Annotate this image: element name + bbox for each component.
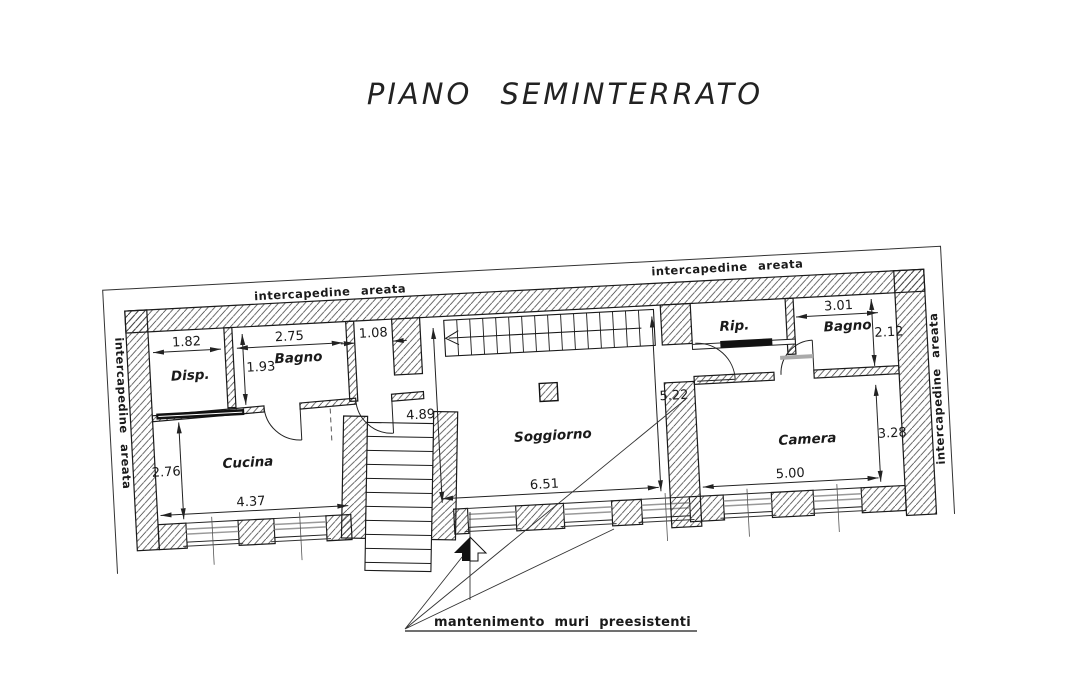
wall-bagno-corridor xyxy=(345,320,359,403)
dim-soggiorno-left-depth: 4.89 xyxy=(406,407,436,423)
vent-rip xyxy=(720,338,773,348)
room-label-bagno-left: Bagno xyxy=(274,349,323,367)
leader-annotation: mantenimento muri preesistenti xyxy=(404,398,697,632)
dim-cucina-depth: 2.76 xyxy=(151,464,181,480)
room-label-camera: Camera xyxy=(778,430,837,449)
entrance-arrow-icon xyxy=(454,537,470,561)
door-camera xyxy=(695,342,736,382)
dimension-lines xyxy=(152,298,883,520)
wall-bottom-seg xyxy=(610,498,644,527)
window xyxy=(464,505,521,533)
annotation-text: mantenimento muri preesistenti xyxy=(434,615,691,630)
dim-bagno-right-width: 3.01 xyxy=(824,298,854,314)
wall-divider-top xyxy=(659,302,693,346)
stair-exterior xyxy=(340,410,459,573)
intercapedine-boundary xyxy=(102,245,956,574)
wall-bottom-seg xyxy=(157,522,188,551)
dashed-line xyxy=(329,408,333,443)
stair-wall-left xyxy=(340,415,369,539)
entrance-arrow-icon xyxy=(469,535,488,562)
plan-group: 1.82 2.75 1.08 1.93 2.76 4.37 4.89 6.51 … xyxy=(102,245,956,574)
door-bagno-left xyxy=(263,404,303,441)
dim-bagno-left-width: 2.75 xyxy=(275,329,305,345)
hall-wall-2 xyxy=(299,397,357,410)
wall-bottom-seg xyxy=(514,502,566,532)
dim-bagno-right-depth: 2.12 xyxy=(874,324,904,340)
dim-cucina-width: 4.37 xyxy=(236,494,266,510)
room-label-soggiorno: Soggiorno xyxy=(514,426,593,446)
dim-camera-depth: 3.28 xyxy=(877,425,907,441)
wall-disp-bagno xyxy=(223,326,237,409)
wall-bottom-seg xyxy=(237,517,276,547)
door-leaf-open xyxy=(780,354,814,360)
page-title: PIANO SEMINTERRATO xyxy=(367,77,763,111)
wall-block-corridor xyxy=(390,317,424,376)
window-centerlines xyxy=(211,484,840,565)
wall-right-hall-1 xyxy=(693,371,775,386)
wall-right xyxy=(893,268,938,517)
pillar xyxy=(538,381,559,403)
doors xyxy=(263,339,815,443)
wall-left xyxy=(124,309,160,552)
wall-bottom-seg xyxy=(860,484,907,514)
room-label-disp: Disp. xyxy=(171,367,210,385)
dim-disp-width: 1.82 xyxy=(172,334,202,350)
leader-lines xyxy=(404,398,687,630)
wall-right-hall-2 xyxy=(813,365,900,379)
stair-wall-right xyxy=(430,410,459,541)
room-label-bagno-right: Bagno xyxy=(823,317,872,335)
window xyxy=(560,500,617,528)
dim-soggiorno-right-depth: 5.22 xyxy=(659,388,689,404)
dim-camera-width: 5.00 xyxy=(775,466,805,482)
wall-divider-bottom xyxy=(663,380,703,529)
room-label-rip: Rip. xyxy=(719,317,750,335)
dim-corridor-width: 1.08 xyxy=(358,325,388,341)
hall-wall-3 xyxy=(390,390,425,402)
stair-interior xyxy=(443,308,656,357)
dim-soggiorno-width: 6.51 xyxy=(530,477,560,493)
stair-treads xyxy=(365,435,434,565)
room-label-cucina: Cucina xyxy=(222,454,274,473)
stair-direction-arrow xyxy=(444,330,460,346)
door-corridor xyxy=(355,397,395,434)
dim-bagno-left-depth: 1.93 xyxy=(246,359,276,375)
wall-bottom-seg xyxy=(770,489,816,519)
